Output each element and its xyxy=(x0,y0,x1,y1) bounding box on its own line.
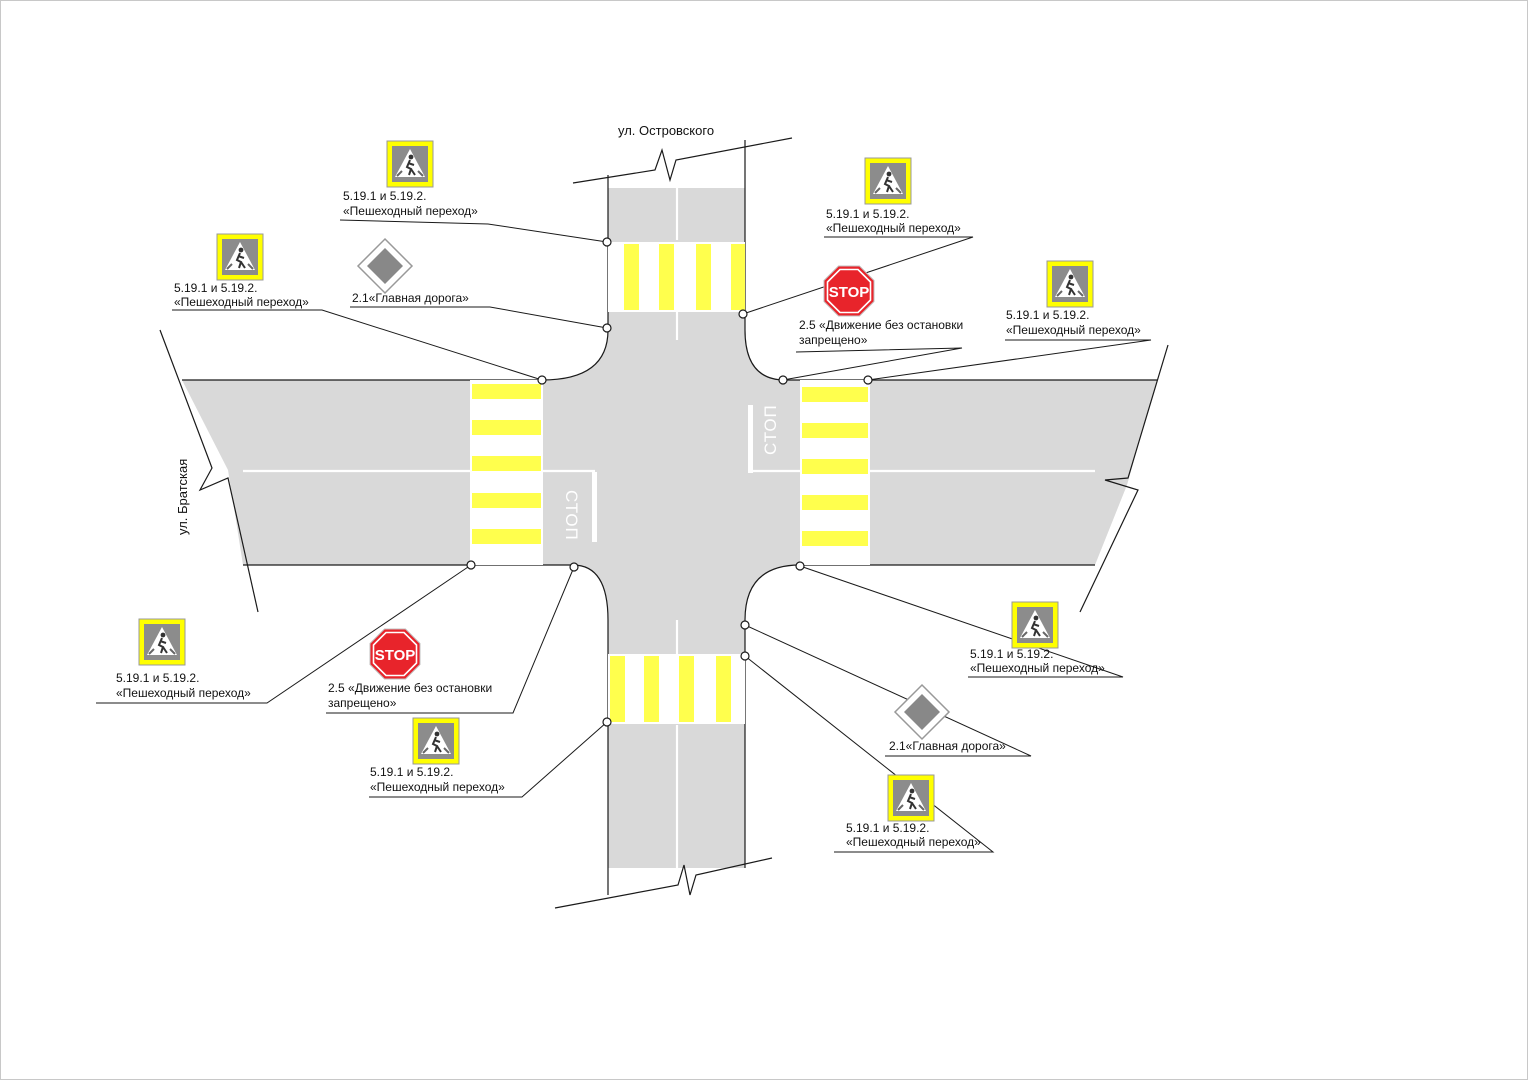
street-name-west: ул. Братская xyxy=(175,459,190,535)
no-stop-label-line1: 2.5 «Движение без остановки xyxy=(799,318,963,332)
road-surface xyxy=(182,188,1157,868)
pedestrian-crossing-sign-icon xyxy=(386,140,434,188)
pedestrian-crossing-sign-icon xyxy=(1011,601,1059,649)
pedestrian-crossing-sign-icon xyxy=(216,233,264,281)
crossing-label-line1: 5.19.1 и 5.19.2. xyxy=(116,671,199,685)
crossing-label-line1: 5.19.1 и 5.19.2. xyxy=(343,189,426,203)
crossing-label-line1: 5.19.1 и 5.19.2. xyxy=(970,647,1053,661)
crosswalk-south xyxy=(608,654,745,724)
main-road-sign-icon xyxy=(894,684,950,740)
crosswalk-west xyxy=(470,380,543,565)
main-road-label: 2.1«Главная дорога» xyxy=(889,739,1006,753)
no-stop-label-line2: запрещено» xyxy=(799,333,868,347)
crossing-label-line1: 5.19.1 и 5.19.2. xyxy=(846,821,929,835)
crossing-label-line2: «Пешеходный переход» xyxy=(370,780,505,794)
pedestrian-crossing-sign-icon xyxy=(887,774,935,822)
stop-lines xyxy=(592,405,753,542)
stop-marking-west: СТОП xyxy=(562,490,581,541)
no-stop-label-line2: запрещено» xyxy=(328,696,397,710)
crossing-label-line1: 5.19.1 и 5.19.2. xyxy=(370,765,453,779)
stop-sign-text: STOP xyxy=(829,284,870,301)
pedestrian-crossing-sign-icon xyxy=(1046,260,1094,308)
crossing-label-line1: 5.19.1 и 5.19.2. xyxy=(826,207,909,221)
main-road-sign-icon xyxy=(357,238,413,294)
crossing-label-line1: 5.19.1 и 5.19.2. xyxy=(1006,308,1089,322)
no-stop-label-line1: 2.5 «Движение без остановки xyxy=(328,681,492,695)
sign-labels: 5.19.1 и 5.19.2. «Пешеходный переход» 2.… xyxy=(116,189,1141,849)
street-name-north: ул. Островского xyxy=(618,123,714,138)
crossing-label-line2: «Пешеходный переход» xyxy=(116,686,251,700)
main-road-label: 2.1«Главная дорога» xyxy=(352,291,469,305)
pedestrian-crossing-sign-icon xyxy=(138,618,186,666)
crosswalk-north xyxy=(608,242,745,312)
crossing-label-line2: «Пешеходный переход» xyxy=(826,221,961,235)
leader-lines xyxy=(96,219,1152,853)
crossing-label-line2: «Пешеходный переход» xyxy=(174,295,309,309)
crossing-label-line2: «Пешеходный переход» xyxy=(1006,323,1141,337)
centre-lines xyxy=(243,175,1095,878)
crosswalk-east xyxy=(800,380,870,565)
sign-posts xyxy=(466,237,873,727)
stop-sign-icon: STOP xyxy=(823,265,875,317)
crossing-label-line2: «Пешеходный переход» xyxy=(970,661,1105,675)
crossing-label-line2: «Пешеходный переход» xyxy=(846,835,981,849)
stop-sign-icon: STOP xyxy=(369,628,421,680)
crossing-label-line1: 5.19.1 и 5.19.2. xyxy=(174,281,257,295)
stop-marking-east: СТОП xyxy=(761,404,780,455)
crossing-label-line2: «Пешеходный переход» xyxy=(343,204,478,218)
stop-sign-text: STOP xyxy=(375,647,416,664)
pedestrian-crossing-sign-icon xyxy=(412,717,460,765)
pedestrian-crossing-sign-icon xyxy=(864,157,912,205)
